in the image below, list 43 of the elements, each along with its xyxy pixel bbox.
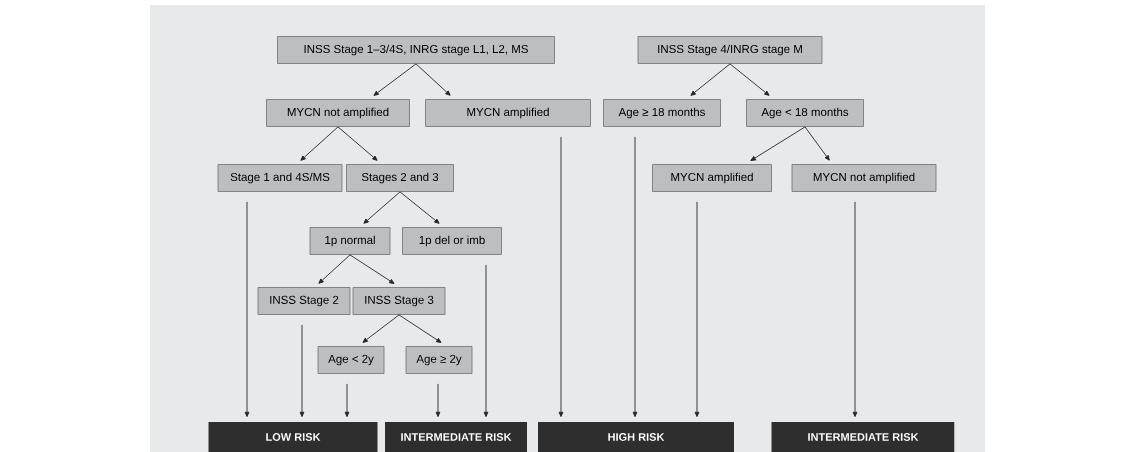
arrow (362, 314, 400, 343)
arrow (694, 201, 700, 418)
risk-box: HIGH RISK (538, 422, 734, 452)
arrow (435, 383, 441, 418)
arrow (483, 264, 489, 418)
stage-box: Stages 2 and 3 (346, 164, 454, 192)
arrow (852, 201, 858, 418)
arrow (398, 314, 442, 343)
arrow (299, 324, 305, 418)
arrow (373, 63, 417, 96)
stage-box: 1p normal (309, 227, 391, 255)
stage-box: Age ≥ 2y (405, 346, 473, 374)
arrow (558, 136, 564, 418)
stage-box: INSS Stage 3 (352, 287, 446, 315)
stage-box: Stage 1 and 4S/MS (217, 164, 343, 192)
stage-box: INSS Stage 4/INRG stage M (637, 36, 823, 64)
arrow (399, 191, 440, 224)
arrow (300, 126, 339, 161)
arrow (690, 63, 731, 96)
arrow (337, 126, 378, 161)
arrow (318, 254, 351, 284)
stage-box: INSS Stage 1–3/4S, INRG stage L1, L2, MS (277, 36, 555, 64)
stage-box: MYCN not amplified (791, 164, 937, 192)
stage-box: Age < 2y (317, 346, 385, 374)
risk-box: LOW RISK (208, 422, 378, 452)
arrow (415, 63, 451, 96)
stage-box: INSS Stage 2 (257, 287, 351, 315)
stage-box: Age ≥ 18 months (603, 99, 721, 127)
arrow (750, 126, 806, 161)
arrow (344, 383, 350, 418)
stage-box: MYCN not amplified (266, 99, 410, 127)
stage-box: Age < 18 months (746, 99, 864, 127)
arrow (632, 136, 638, 418)
stage-box: MYCN amplified (425, 99, 591, 127)
risk-box: INTERMEDIATE RISK (385, 422, 527, 452)
arrow (729, 63, 770, 96)
risk-box: INTERMEDIATE RISK (771, 422, 955, 452)
arrow (804, 126, 830, 161)
arrow (349, 254, 395, 284)
arrow (363, 191, 401, 224)
arrow (244, 201, 250, 418)
stage-box: 1p del or imb (402, 227, 502, 255)
stage-box: MYCN amplified (652, 164, 772, 192)
